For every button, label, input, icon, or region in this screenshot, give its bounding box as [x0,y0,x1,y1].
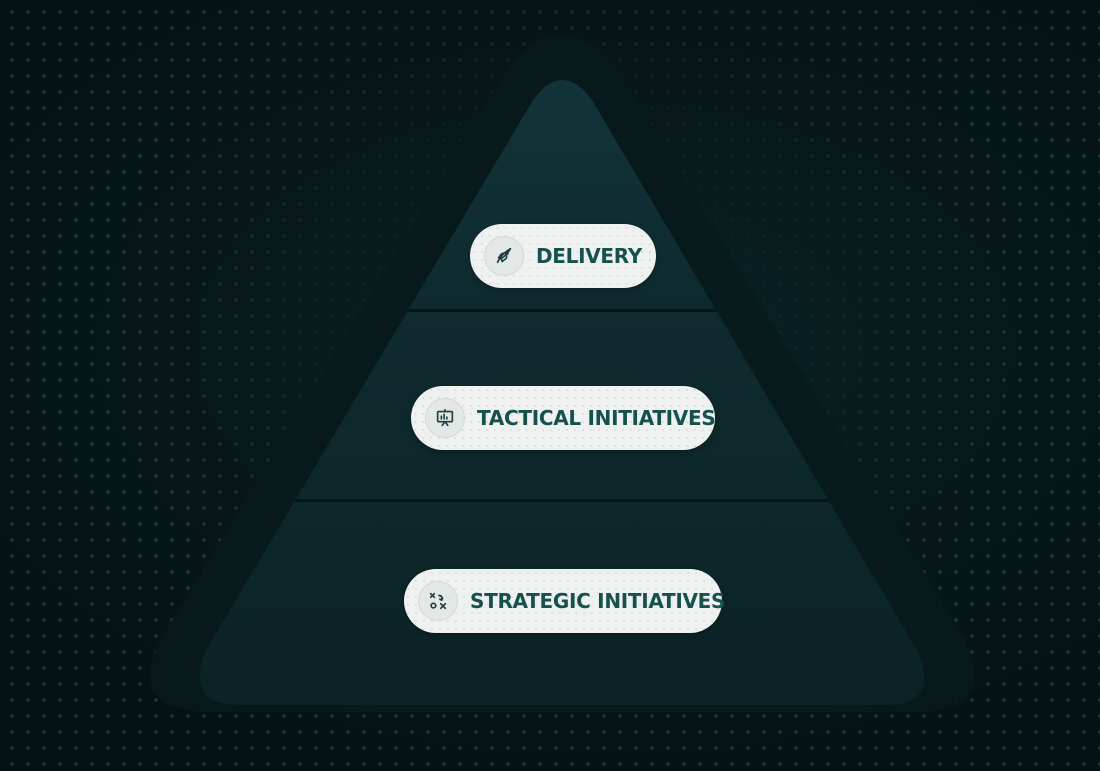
level-label-strategic-initiatives: STRATEGIC INITIATIVES [470,589,726,613]
level-label-tactical-initiatives: TACTICAL INITIATIVES [477,406,716,430]
level-divider-bottom [199,499,925,502]
level-label-delivery: DELIVERY [536,244,642,268]
rocket-icon [484,236,524,276]
strategy-play-icon [418,581,458,621]
level-pill-strategic-initiatives: STRATEGIC INITIATIVES [404,569,726,633]
level-divider-top [199,309,925,312]
presentation-board-icon [425,398,465,438]
level-pill-tactical-initiatives: TACTICAL INITIATIVES [411,386,716,450]
level-pill-delivery: DELIVERY [470,224,656,288]
